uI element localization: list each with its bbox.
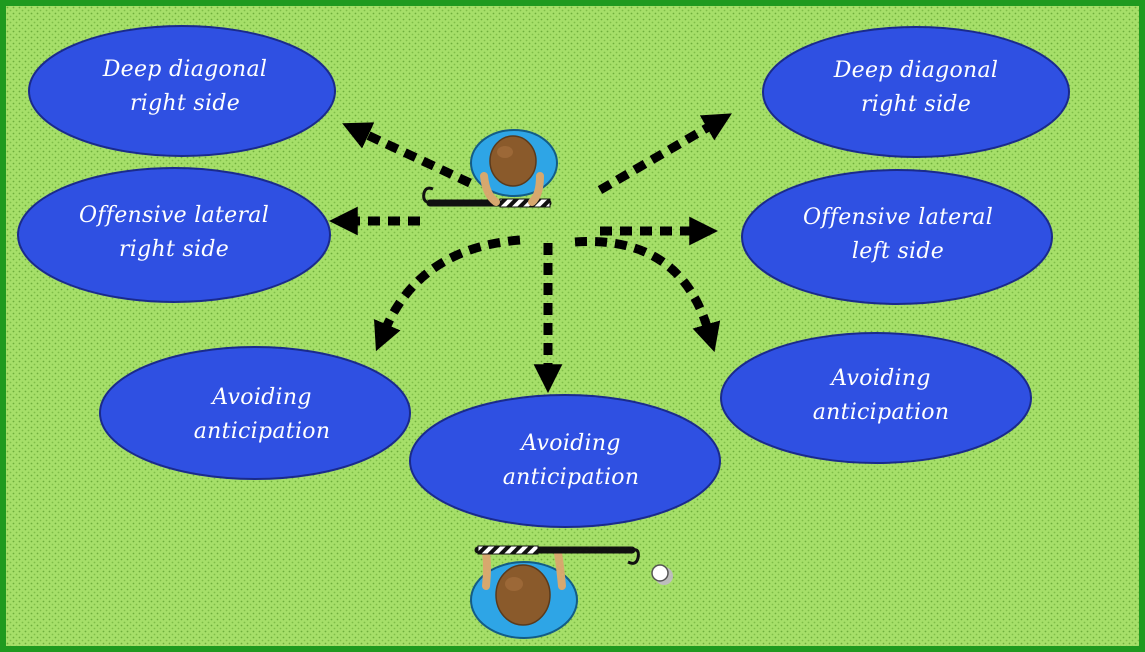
zone-avoiding-left <box>99 346 411 480</box>
pass-arrows <box>328 113 732 394</box>
ball-icon <box>651 564 673 585</box>
zones <box>17 25 1070 528</box>
zone-avoiding-right <box>720 332 1032 464</box>
zone-offensive-lateral-right <box>17 167 331 303</box>
zone-deep-diagonal-left <box>28 25 336 157</box>
zone-avoiding-center <box>409 394 721 528</box>
arrow-avoiding-left <box>374 235 521 352</box>
player-with-stick-icon <box>422 129 558 208</box>
zone-deep-diagonal-right <box>762 26 1070 158</box>
zone-offensive-lateral-left <box>741 169 1053 305</box>
arrow-avoiding-right <box>574 237 721 353</box>
arrow-deep-diagonal-right <box>597 113 732 194</box>
player-with-stick-icon <box>470 545 640 639</box>
